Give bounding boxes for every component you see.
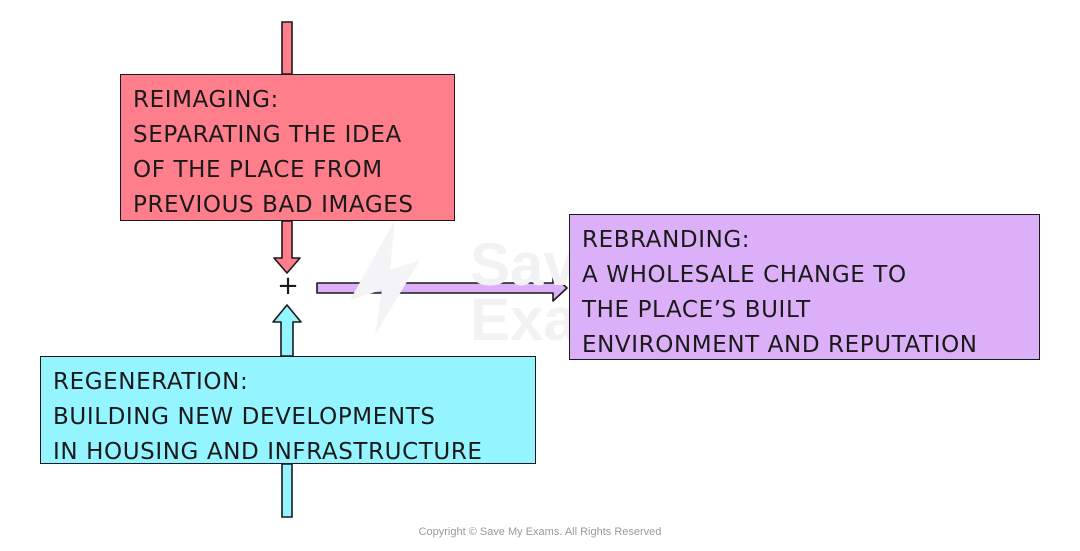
copyright-notice: Copyright © Save My Exams. All Rights Re…: [418, 526, 662, 538]
watermark-logo-mark: [350, 220, 420, 335]
reimaging-line: OF THE PLACE FROM: [133, 157, 383, 183]
regeneration-to-junction-arrow: [272, 304, 302, 357]
junction-plus-symbol: +: [277, 271, 299, 301]
reimaging-box: REIMAGING: SEPARATING THE IDEA OF THE PL…: [120, 74, 455, 221]
reimaging-line: PREVIOUS BAD IMAGES: [133, 192, 414, 218]
rebranding-line: A WHOLESALE CHANGE TO: [582, 262, 907, 288]
regeneration-up-arrow: [281, 463, 293, 518]
rebranding-line: ENVIRONMENT AND REPUTATION: [582, 332, 978, 358]
regeneration-title: REGENERATION:: [53, 369, 249, 395]
regeneration-line: IN HOUSING AND INFRASTRUCTURE: [53, 439, 483, 465]
rebranding-line: THE PLACE’S BUILT: [582, 297, 811, 323]
reimaging-line: SEPARATING THE IDEA: [133, 122, 402, 148]
reimaging-to-junction-arrow: [273, 220, 301, 274]
rebranding-title: REBRANDING:: [582, 227, 751, 253]
reimaging-down-arrow: [281, 21, 293, 75]
regeneration-box: REGENERATION: BUILDING NEW DEVELOPMENTS …: [40, 356, 536, 465]
reimaging-title: REIMAGING:: [133, 87, 279, 113]
regeneration-line: BUILDING NEW DEVELOPMENTS: [53, 404, 436, 430]
rebranding-box: REBRANDING: A WHOLESALE CHANGE TO THE PL…: [569, 214, 1040, 360]
